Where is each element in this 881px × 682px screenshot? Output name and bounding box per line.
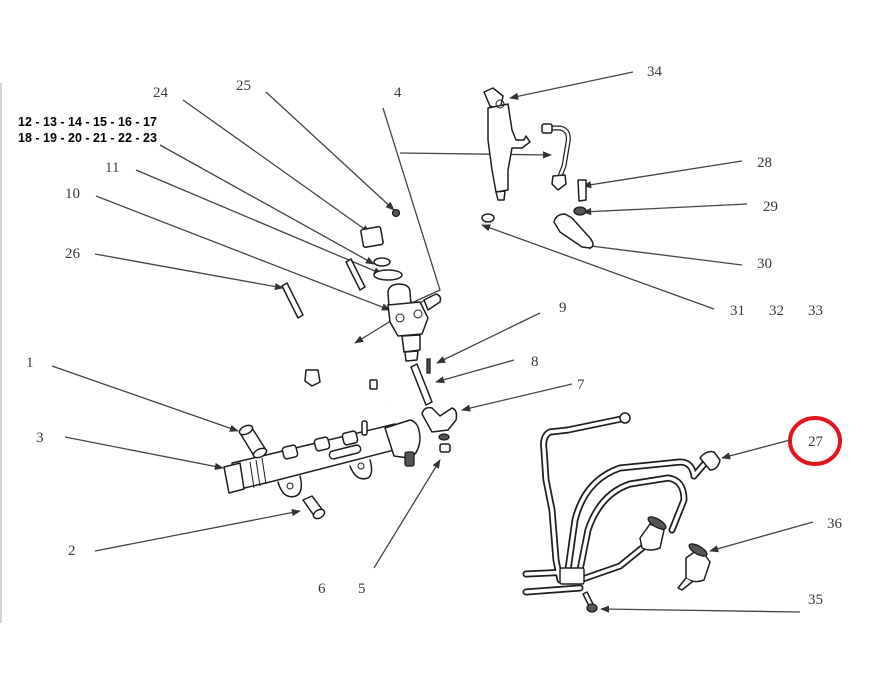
shaft-8[interactable] [410, 363, 433, 406]
callout-2[interactable]: 2 [68, 543, 76, 559]
callout-28[interactable]: 28 [757, 155, 772, 171]
group-label-18-23: 18 - 19 - 20 - 21 - 22 - 23 [18, 131, 157, 145]
leader-35 [600, 605, 801, 613]
highlight-circle-27 [788, 416, 842, 466]
bracket-7[interactable] [421, 406, 458, 433]
o-ring-large[interactable] [373, 269, 403, 281]
leader-3 [64, 436, 224, 470]
leader-24 [182, 99, 371, 234]
o-ring-small[interactable] [373, 257, 391, 267]
callout-11[interactable]: 11 [105, 160, 119, 176]
callout-4[interactable]: 4 [394, 85, 402, 101]
leader-12-23 [159, 144, 375, 265]
callout-24[interactable]: 24 [153, 85, 169, 101]
leader-30 [582, 242, 743, 266]
leader-2 [94, 508, 301, 552]
callout-26[interactable]: 26 [65, 246, 81, 262]
leader-lines [51, 71, 814, 613]
callout-30[interactable]: 30 [757, 256, 772, 272]
callout-29[interactable]: 29 [763, 199, 778, 215]
callout-6[interactable]: 6 [318, 581, 326, 597]
washer-29[interactable] [573, 206, 587, 216]
leader-11 [135, 169, 383, 275]
leader-4-pump [382, 107, 441, 307]
callout-25[interactable]: 25 [236, 78, 251, 94]
pin-26[interactable] [281, 282, 304, 319]
washer-6[interactable] [438, 433, 450, 441]
callout-33[interactable]: 33 [808, 303, 823, 319]
spring-9[interactable] [426, 358, 431, 374]
leader-36 [709, 521, 814, 553]
leader-1 [51, 365, 239, 432]
leader-7 [461, 383, 573, 412]
pump-cover-24[interactable] [360, 225, 384, 249]
nut-5[interactable] [439, 443, 451, 453]
callout-8[interactable]: 8 [531, 354, 539, 370]
nut-25[interactable] [391, 208, 401, 218]
group-label-12-17: 12 - 13 - 14 - 15 - 16 - 17 [18, 115, 157, 129]
pin-pump[interactable] [345, 258, 366, 291]
bolt-28[interactable] [577, 179, 587, 202]
leader-27 [721, 439, 791, 460]
leader-31-33 [481, 224, 715, 310]
leader-8 [435, 359, 515, 384]
rail-bushing-lower[interactable] [302, 495, 326, 520]
high-pressure-pump[interactable] [387, 283, 442, 362]
image-left-border [0, 83, 2, 623]
callout-10[interactable]: 10 [65, 186, 80, 202]
callout-31[interactable]: 31 [730, 303, 745, 319]
callout-34[interactable]: 34 [647, 64, 663, 80]
bolt-35[interactable] [582, 591, 598, 613]
fuel-rail[interactable] [223, 419, 421, 498]
leader-28 [582, 160, 743, 189]
leader-5 [373, 459, 441, 569]
callout-5[interactable]: 5 [358, 581, 366, 597]
leader-9 [436, 312, 541, 364]
rail-pipe[interactable] [304, 342, 391, 406]
leader-34 [509, 71, 634, 100]
leader-26 [94, 253, 284, 291]
callout-9[interactable]: 9 [559, 300, 567, 316]
fuel-hose-assembly[interactable] [522, 412, 721, 596]
leader-10 [95, 195, 391, 311]
injector[interactable] [483, 87, 531, 201]
callout-7[interactable]: 7 [577, 377, 585, 393]
callout-1[interactable]: 1 [26, 355, 34, 371]
callout-36[interactable]: 36 [827, 516, 843, 532]
injector-washer-31[interactable] [481, 213, 495, 223]
leader-25 [265, 91, 395, 211]
leader-29 [582, 203, 748, 216]
leader-4-pipe [399, 151, 552, 159]
callout-35[interactable]: 35 [808, 592, 823, 608]
rail-bushing-upper[interactable] [238, 423, 268, 459]
clamp-30[interactable] [553, 213, 594, 249]
injector-pipe[interactable] [541, 123, 571, 191]
inline-fuel-filter[interactable] [677, 542, 711, 591]
callout-32[interactable]: 32 [769, 303, 784, 319]
callout-3[interactable]: 3 [36, 430, 44, 446]
callout-27[interactable]: 27 [808, 434, 824, 450]
